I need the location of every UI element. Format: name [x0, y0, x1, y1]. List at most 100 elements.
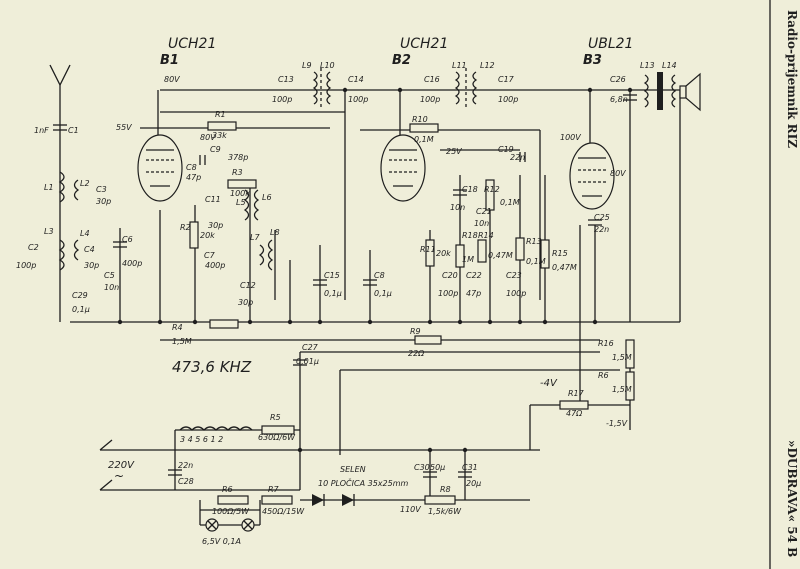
label-c20: C20: [442, 271, 458, 280]
input-coils: [58, 171, 80, 271]
label-c20-value: 100p: [438, 289, 458, 298]
label-r14-value: 0,47M: [488, 251, 513, 260]
label-r8: R8: [440, 485, 451, 494]
label-c1: C1: [68, 126, 79, 135]
tube-b2: [380, 134, 426, 202]
tube-b3-ref: B3: [583, 53, 602, 68]
label-r4: R4: [172, 323, 183, 332]
label-c13: C13: [278, 75, 294, 84]
label-c3: C3: [96, 185, 107, 194]
label-l2: L2: [80, 179, 90, 188]
component-labels: 80V 55V R1 33k 80V C9 378p C8 47p R3 100…: [16, 61, 677, 546]
label-c30: C30: [414, 463, 430, 472]
wires: [59, 89, 681, 526]
label-v25: 25V: [446, 147, 462, 156]
label-v110: 110V: [400, 505, 421, 514]
label-l10: L10: [320, 61, 335, 70]
label-c23: C23: [506, 271, 522, 280]
label-c29-value: 0,1µ: [72, 305, 90, 314]
label-r2: R2: [180, 223, 191, 232]
label-c25: C25: [594, 213, 610, 222]
label-c28: C28: [178, 477, 194, 486]
label-c17: C17: [498, 75, 515, 84]
label-r13-value: 0,1M: [526, 257, 546, 266]
label-r16-value: 1,5M: [612, 353, 632, 362]
label-c19: C19: [498, 145, 514, 154]
capacitors: [53, 94, 637, 478]
label-r6-value: 100Ω/5W: [212, 507, 250, 516]
label-rect2: 10 PLOČICA 35x25mm: [318, 477, 408, 488]
label-c21-value: 10n: [474, 219, 489, 228]
tube-b3: [569, 142, 615, 210]
tube-b2-type: UCH21: [400, 36, 448, 52]
label-l12: L12: [480, 61, 495, 70]
label-c7-value: 400p: [205, 261, 225, 270]
label-c27-value: 0,01µ: [296, 357, 319, 366]
label-c26: C26: [610, 75, 626, 84]
label-r11: R11: [420, 245, 436, 254]
label-c19-value: 22n: [510, 153, 525, 162]
tube-b1: [137, 134, 183, 202]
label-r7: R7: [268, 485, 280, 494]
label-c16-value: 100p: [420, 95, 440, 104]
label-c15-value: 0,1µ: [324, 289, 342, 298]
label-r18: R18: [462, 231, 478, 240]
label-c29: C29: [72, 291, 88, 300]
label-l4: L4: [80, 229, 90, 238]
label-r15-value: 0,47M: [552, 263, 577, 272]
label-c8b: C8: [186, 163, 197, 172]
label-r1-value: 33k: [212, 131, 227, 140]
label-c2: C2: [28, 243, 39, 252]
label-l1: L1: [44, 183, 54, 192]
speaker-icon: [679, 72, 701, 112]
label-c3-value: 30p: [96, 197, 111, 206]
dial-lamps: [205, 518, 255, 532]
label-c11-value: 30p: [208, 221, 223, 230]
label-c18: C18: [462, 185, 478, 194]
output-transformer: [643, 72, 677, 110]
label-c9: C9: [210, 145, 221, 154]
label-r2-value: 20k: [200, 231, 215, 240]
label-l7: L7: [250, 233, 260, 242]
label-c18-value: 10n: [450, 203, 465, 212]
label-c11: C11: [205, 195, 221, 204]
label-r18-value: 1M: [462, 255, 474, 264]
label-r12: R12: [484, 185, 500, 194]
heater-chain: [179, 426, 253, 431]
label-r11-value: 20k: [436, 249, 451, 258]
label-r6: R6: [222, 485, 233, 494]
label-l5: L5: [236, 198, 246, 207]
label-c7: C7: [204, 251, 216, 260]
label-c6-value: 400p: [122, 259, 142, 268]
label-r9-value: 22Ω: [408, 349, 425, 358]
label-c1-value: 1nF: [34, 126, 49, 135]
label-v80b: 80V: [200, 133, 216, 142]
label-minus15: -1,5V: [606, 419, 628, 428]
label-c8b-value: 47p: [186, 173, 201, 182]
label-c13-value: 100p: [272, 95, 292, 104]
label-r5: R5: [270, 413, 281, 422]
if-transformer-l11-l12: [454, 68, 478, 108]
label-r9: R9: [410, 327, 421, 336]
label-l6: L6: [262, 193, 272, 202]
label-c16: C16: [424, 75, 440, 84]
label-c22: C22: [466, 271, 482, 280]
label-l14: L14: [662, 61, 677, 70]
label-r14: R14: [478, 231, 494, 240]
resistors: [189, 121, 635, 505]
label-v80c: 80V: [610, 169, 626, 178]
label-c2-value: 100p: [16, 261, 36, 270]
label-lamp: 6,5V 0,1A: [202, 537, 241, 546]
label-c28-value: 22n: [178, 461, 193, 470]
label-l8: L8: [270, 228, 280, 237]
label-rect1: SELEN: [340, 465, 366, 474]
label-c21: C21: [476, 207, 492, 216]
label-r17: R17: [568, 389, 585, 398]
label-v80-b1: 80V: [164, 75, 180, 84]
label-filaments: 3 4 5 6 1 2: [180, 435, 223, 444]
label-r13: R13: [526, 237, 542, 246]
label-c5-value: 10n: [104, 283, 119, 292]
label-v220: 220V: [108, 460, 135, 471]
label-v55: 55V: [116, 123, 132, 132]
